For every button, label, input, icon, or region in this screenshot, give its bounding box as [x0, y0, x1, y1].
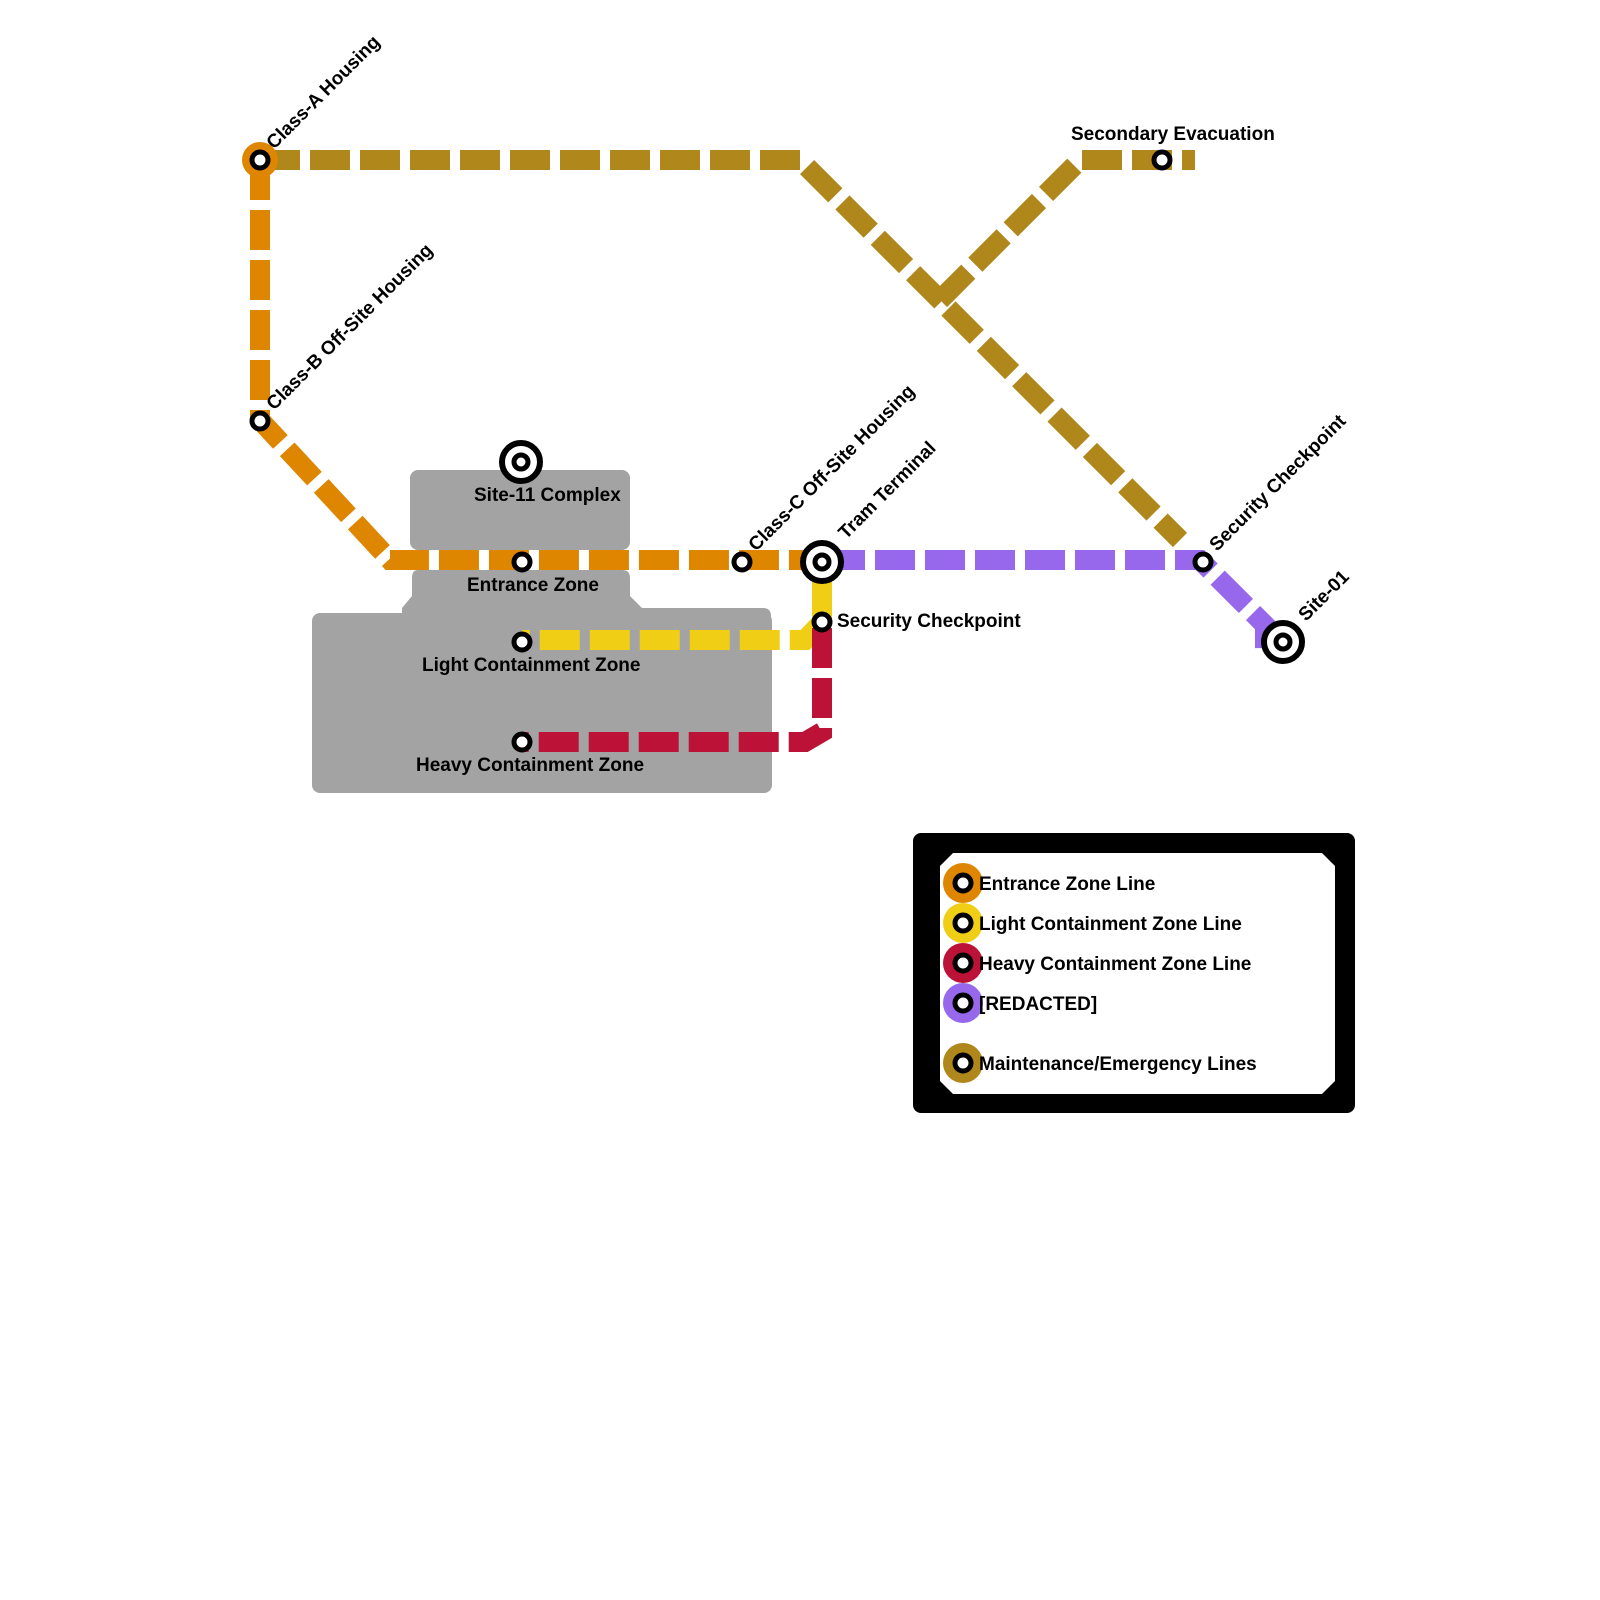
legend-item-entrance: Entrance Zone Line — [943, 863, 1155, 903]
legend-station-icon — [952, 1052, 974, 1074]
station-site-01-inner — [1273, 632, 1293, 652]
legend-item-redacted: [REDACTED] — [943, 983, 1097, 1023]
legend-label-redacted: [REDACTED] — [979, 994, 1097, 1015]
maintenance-line-segment-evac — [932, 150, 1195, 308]
heavy-line-path — [522, 628, 832, 752]
legend-station-icon — [952, 992, 974, 1014]
legend: Entrance Zone Line Light Containment Zon… — [913, 833, 1355, 1113]
station-site-11-complex-inner — [511, 452, 531, 472]
label-site-11-complex: Site-11 Complex — [474, 485, 621, 506]
entrance-line-path — [250, 160, 805, 570]
maintenance-line — [260, 150, 1195, 548]
station-class-c-off-site-housing[interactable] — [731, 551, 753, 573]
label-security-checkpoint-inner: Security Checkpoint — [837, 611, 1021, 632]
station-class-b-off-site-housing[interactable] — [249, 410, 271, 432]
label-entrance-zone: Entrance Zone — [467, 575, 599, 596]
legend-label-entrance: Entrance Zone Line — [979, 874, 1155, 895]
label-security-checkpoint-outer: Security Checkpoint — [1206, 410, 1351, 555]
station-security-checkpoint-inner[interactable] — [811, 611, 833, 633]
station-labels: Class-A Housing Class-B Off-Site Housing… — [263, 32, 1354, 776]
legend-station-icon — [952, 952, 974, 974]
label-site-01: Site-01 — [1295, 566, 1354, 625]
stations — [242, 142, 1305, 753]
station-entrance-zone[interactable] — [511, 551, 533, 573]
station-secondary-evacuation[interactable] — [1151, 149, 1173, 171]
heavy-containment-line — [522, 628, 832, 752]
legend-label-light: Light Containment Zone Line — [979, 914, 1242, 935]
station-class-a-housing[interactable] — [249, 149, 271, 171]
redacted-line-path — [825, 550, 1275, 650]
label-class-c-off-site-housing: Class-C Off-Site Housing — [745, 381, 920, 556]
legend-item-heavy: Heavy Containment Zone Line — [943, 943, 1251, 983]
legend-label-maintenance: Maintenance/Emergency Lines — [979, 1054, 1257, 1075]
label-class-a-housing: Class-A Housing — [263, 32, 385, 154]
label-heavy-containment-zone: Heavy Containment Zone — [416, 755, 644, 776]
redacted-line — [825, 550, 1275, 650]
station-tram-terminal-inner — [812, 552, 832, 572]
station-security-checkpoint-outer[interactable] — [1192, 551, 1214, 573]
entrance-zone-line — [250, 160, 805, 570]
maintenance-line-segment-top — [260, 150, 1188, 548]
zone-area-site11-complex — [410, 470, 630, 550]
legend-item-light: Light Containment Zone Line — [943, 903, 1242, 943]
label-light-containment-zone: Light Containment Zone — [422, 655, 640, 676]
zone-area-entrance-zone — [402, 570, 771, 624]
legend-panel — [940, 853, 1335, 1094]
station-light-containment-zone[interactable] — [511, 631, 533, 653]
label-class-b-off-site-housing: Class-B Off-Site Housing — [263, 240, 438, 415]
legend-station-icon — [952, 912, 974, 934]
legend-label-heavy: Heavy Containment Zone Line — [979, 954, 1251, 975]
legend-station-icon — [952, 872, 974, 894]
station-heavy-containment-zone[interactable] — [511, 731, 533, 753]
legend-item-maintenance: Maintenance/Emergency Lines — [943, 1043, 1257, 1083]
label-secondary-evacuation: Secondary Evacuation — [1071, 124, 1275, 145]
